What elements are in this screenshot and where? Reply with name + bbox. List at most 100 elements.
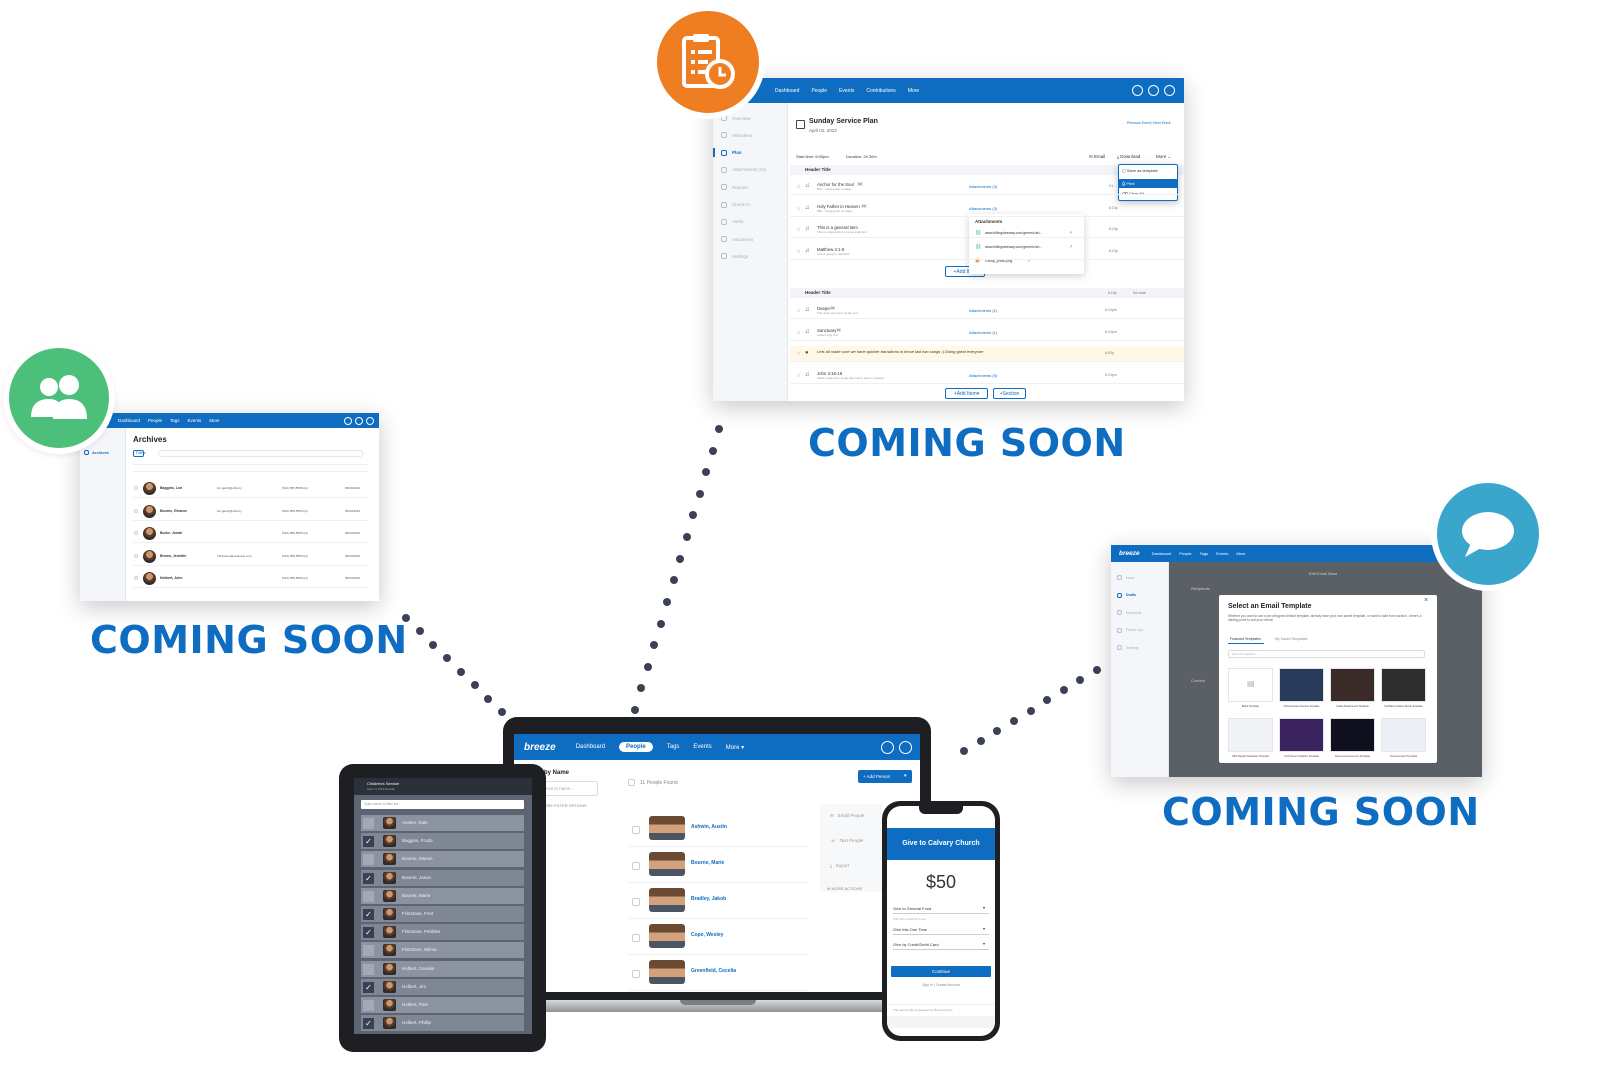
template-thumbnail[interactable]	[1279, 668, 1324, 702]
plan-item-title[interactable]: Anchor for the Soul	[817, 182, 854, 187]
checked-checkbox[interactable]: ✓	[363, 1018, 374, 1030]
checkin-row[interactable]	[361, 887, 524, 904]
template-thumbnail[interactable]	[1228, 718, 1273, 752]
external-link-icon[interactable]: ↗	[1027, 258, 1031, 263]
drag-handle-icon[interactable]: ⠿	[797, 184, 800, 189]
plan-item-title[interactable]: Lets all make sure we have quicker trans…	[817, 349, 984, 354]
nav-more[interactable]: More	[209, 418, 220, 423]
checkbox[interactable]	[363, 854, 374, 866]
row-checkbox[interactable]	[632, 934, 640, 942]
email-button[interactable]: ✉ Email	[1089, 154, 1106, 159]
nav-events[interactable]: Events	[1216, 551, 1229, 556]
tablet-search-input[interactable]: Type name to filter list...	[361, 800, 524, 809]
filters-button[interactable]: Filters	[133, 450, 146, 457]
nav-events[interactable]: Events	[839, 87, 855, 94]
archives-search-input[interactable]	[158, 450, 363, 457]
settings-icon[interactable]	[899, 740, 912, 754]
sidebar-item[interactable]: Settings	[721, 253, 748, 260]
sidebar-item[interactable]: Volunteers	[721, 236, 753, 243]
plan-item-title[interactable]: Holy Father in Heaven	[817, 203, 860, 209]
row-checkbox[interactable]	[134, 531, 138, 535]
drag-handle-icon[interactable]: ⠿	[797, 329, 800, 335]
external-link-icon[interactable]: ↗	[1069, 230, 1073, 235]
action-export[interactable]: ⤓Export	[830, 863, 849, 868]
drag-handle-icon[interactable]: ⠿	[797, 372, 800, 378]
close-icon[interactable]: ×	[1424, 597, 1429, 604]
attachments-link[interactable]: Attachments (1)	[969, 308, 998, 313]
tab-my-saved-templates[interactable]: My Saved Templates	[1275, 637, 1308, 641]
person-name[interactable]: Bradley, Jakob	[691, 896, 727, 902]
row-checkbox[interactable]	[134, 486, 138, 490]
nav-tags[interactable]: Tags	[170, 418, 180, 423]
person-name[interactable]: Burke, Jonah	[160, 531, 183, 535]
sidebar-item[interactable]: Attendees	[721, 132, 752, 139]
add-person-button[interactable]: + Add Person▾	[858, 770, 912, 783]
drag-handle-icon[interactable]: ⠿	[797, 227, 800, 232]
row-checkbox[interactable]	[632, 898, 640, 906]
attachments-link[interactable]: Attachments (3)	[969, 205, 998, 211]
nav-people[interactable]: People	[619, 742, 653, 752]
add-item-button-2[interactable]: + Add Item ▾	[945, 388, 988, 399]
more-filter-options[interactable]: MORE FILTER OPTIONS	[541, 803, 587, 808]
attachments-link[interactable]: Attachments (3)	[969, 184, 998, 189]
checked-checkbox[interactable]: ✓	[363, 981, 374, 993]
sidebar-item[interactable]: Drafts	[1117, 592, 1136, 598]
checked-checkbox[interactable]: ✓	[363, 836, 374, 848]
row-checkbox[interactable]	[632, 970, 640, 978]
menu-clear-all[interactable]: ⌫ Clear All	[1122, 191, 1144, 196]
checkbox[interactable]	[363, 945, 374, 957]
plan-item-title[interactable]: Deeper	[817, 306, 832, 311]
plan-item-title[interactable]: Matthew 4:1-5	[817, 246, 845, 252]
drag-handle-icon[interactable]: ⠿	[797, 248, 800, 254]
attachments-link[interactable]: Attachments (5)	[969, 372, 998, 378]
sidebar-item[interactable]: Check In	[721, 201, 750, 208]
checkin-row[interactable]	[361, 997, 524, 1013]
checkin-row[interactable]	[361, 815, 524, 831]
person-name[interactable]: Brown, Jennifer	[160, 553, 187, 558]
sidebar-item[interactable]: Attachments (12)	[721, 166, 766, 173]
menu-save-template[interactable]: ▢ Save as template	[1122, 168, 1158, 173]
template-thumbnail[interactable]	[1330, 668, 1375, 702]
action-envelope[interactable]: ✉Email People	[830, 813, 864, 819]
nav-contributions[interactable]: Contributions	[866, 87, 896, 94]
checkbox[interactable]	[363, 1000, 374, 1011]
action-text-message[interactable]: ☏Text People	[830, 838, 863, 844]
nav-events[interactable]: Events	[187, 418, 202, 423]
nav-dashboard[interactable]: Dashboard	[1151, 551, 1172, 556]
nav-more[interactable]: More	[1236, 551, 1246, 556]
row-checkbox[interactable]	[632, 862, 640, 870]
more-button[interactable]: More ⌄	[1156, 154, 1172, 159]
breeze-logo[interactable]: breeze	[524, 741, 556, 753]
plan-item-title[interactable]: John 3:16-18	[817, 370, 843, 376]
checkin-row[interactable]	[361, 869, 524, 886]
template-thumbnail[interactable]	[1279, 718, 1324, 752]
row-checkbox[interactable]	[134, 576, 138, 580]
drag-handle-icon[interactable]: ⠿	[797, 308, 800, 313]
checked-checkbox[interactable]: ✓	[363, 909, 374, 920]
nav-dashboard[interactable]: Dashboard	[575, 744, 606, 750]
sidebar-item[interactable]: Reports	[721, 184, 748, 191]
checkbox[interactable]	[363, 963, 374, 975]
checkin-row[interactable]	[361, 851, 524, 868]
drag-handle-icon[interactable]: ⠿	[797, 205, 800, 211]
template-search-input[interactable]: Search templates...	[1228, 650, 1425, 658]
checked-checkbox[interactable]: ✓	[363, 927, 374, 939]
nav-more[interactable]: More	[907, 87, 920, 94]
nav-people[interactable]: People	[148, 418, 163, 423]
sidebar-item-archives[interactable]: Archives	[84, 450, 109, 455]
row-checkbox[interactable]	[134, 508, 138, 513]
sidebar-item[interactable]: Settings	[1117, 645, 1139, 650]
more-actions[interactable]: ⊕ MORE ACTIONS	[827, 886, 863, 891]
breeze-logo[interactable]: breeze	[1119, 550, 1140, 557]
section-header-title-2[interactable]: Header Title	[805, 290, 831, 295]
person-name[interactable]: Holbert, John	[160, 576, 183, 580]
checkin-row[interactable]	[361, 924, 524, 941]
search-icon[interactable]	[344, 416, 352, 425]
sidebar-item[interactable]: Follow Ups	[1117, 627, 1143, 633]
sidebar-item[interactable]: Inbox	[1117, 575, 1135, 580]
checkin-row[interactable]	[361, 906, 524, 922]
sidebar-item[interactable]: Alerts	[721, 218, 744, 225]
plan-item-title[interactable]: Sanctuary	[817, 327, 837, 333]
settings-icon[interactable]	[366, 416, 374, 425]
event-name[interactable]: Children's Service	[367, 781, 400, 786]
